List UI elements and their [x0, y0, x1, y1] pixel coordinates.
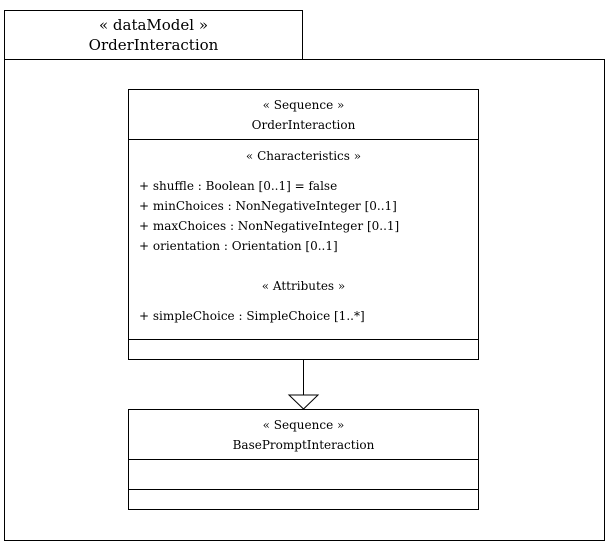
class-header: « Sequence » OrderInteraction — [129, 90, 478, 140]
package-stereotype: « dataModel » — [98, 16, 209, 34]
class-stereotype: « Sequence » — [262, 97, 345, 112]
characteristic-shuffle: + shuffle : Boolean [0..1] = false — [139, 179, 338, 193]
package-name: OrderInteraction — [88, 36, 219, 54]
class-header: « Sequence » BasePromptInteraction — [129, 410, 478, 460]
attributes-header: « Attributes » — [261, 279, 346, 293]
characteristic-max-choices: + maxChoices : NonNegativeInteger [0..1] — [139, 219, 400, 233]
class-name: OrderInteraction — [251, 117, 356, 132]
order-interaction-class[interactable]: « Sequence » OrderInteraction « Characte… — [128, 89, 479, 360]
class-name: BasePromptInteraction — [232, 437, 375, 452]
package-tab: « dataModel » OrderInteraction — [4, 10, 303, 59]
characteristics-header: « Characteristics » — [245, 149, 362, 163]
class-stereotype: « Sequence » — [262, 417, 345, 432]
class-body: « Characteristics » + shuffle : Boolean … — [129, 140, 478, 340]
attribute-simple-choice: + simpleChoice : SimpleChoice [1..*] — [139, 309, 365, 323]
generalization-arrowhead — [287, 394, 320, 410]
package-frame — [4, 59, 605, 541]
characteristic-min-choices: + minChoices : NonNegativeInteger [0..1] — [139, 199, 397, 213]
attributes-compartment — [129, 460, 478, 490]
characteristic-orientation: + orientation : Orientation [0..1] — [139, 239, 338, 253]
